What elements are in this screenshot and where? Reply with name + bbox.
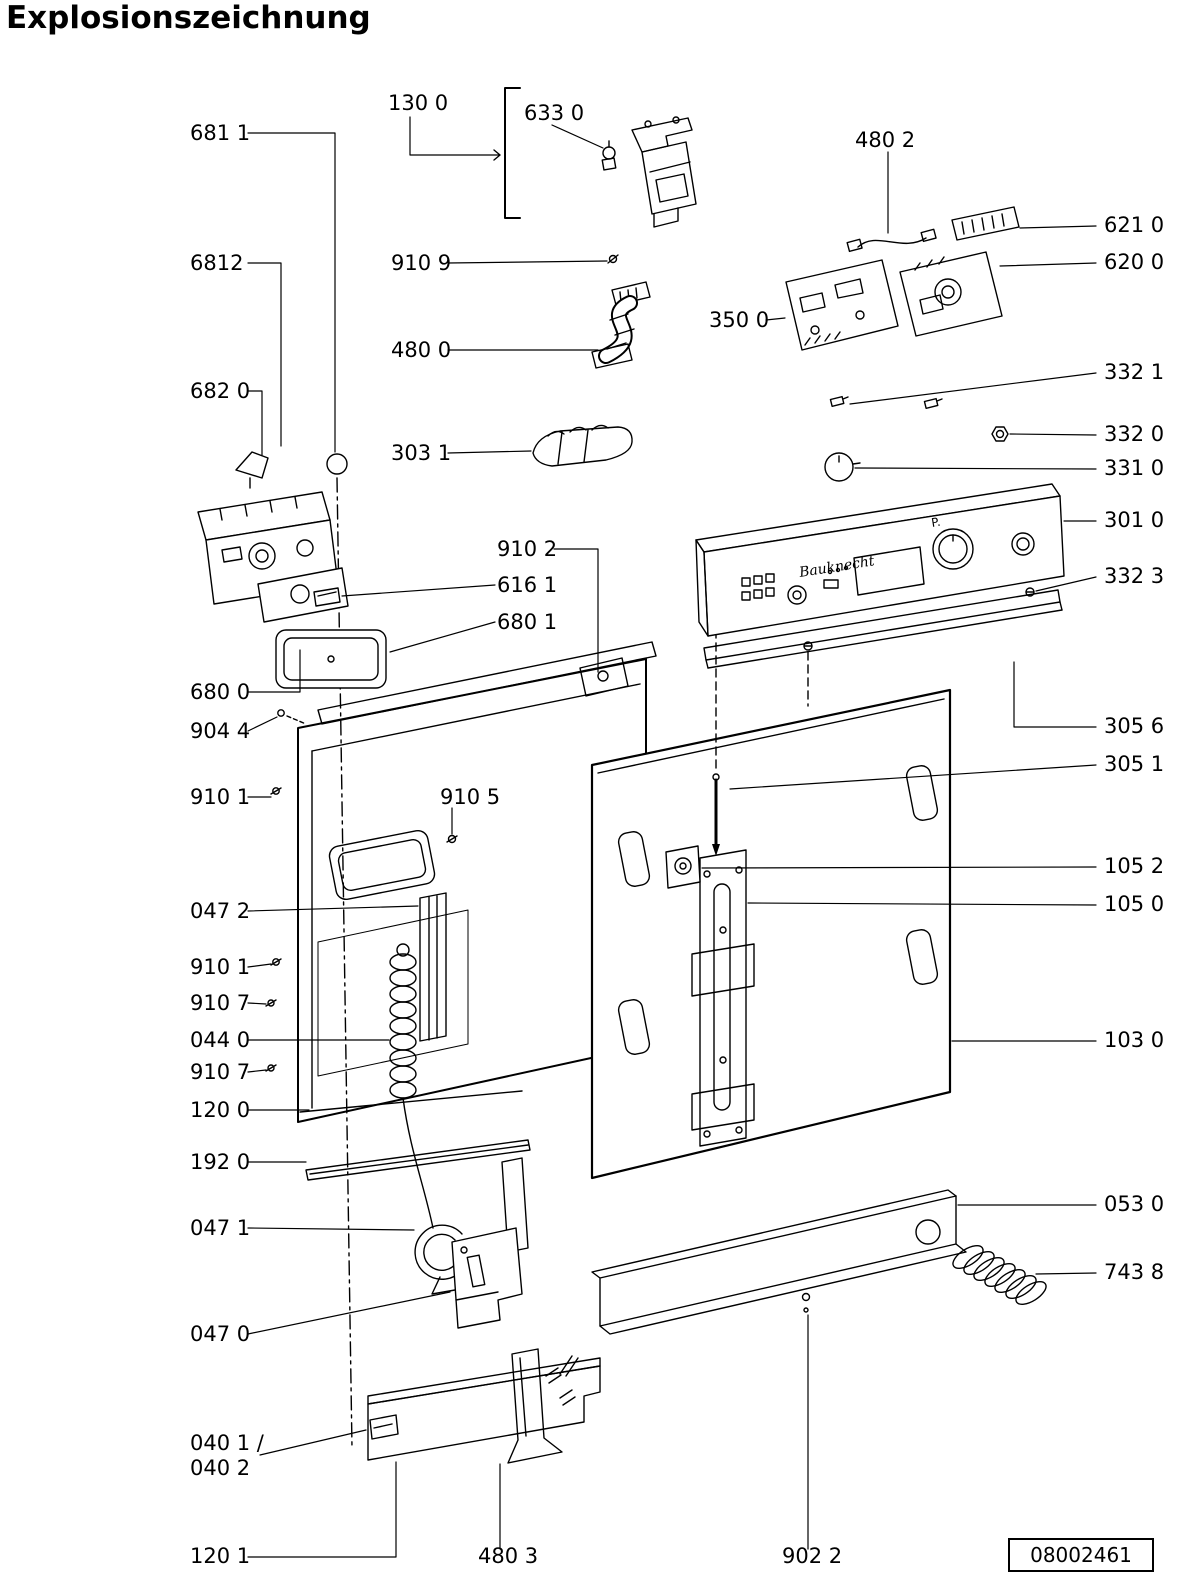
screws-332-1	[829, 395, 943, 410]
part-label-120-0-34: 120 0	[190, 1098, 250, 1122]
part-label-192-0-35: 192 0	[190, 1150, 250, 1174]
program-knob	[932, 528, 974, 570]
part-label-120-1-42: 120 1	[190, 1544, 250, 1568]
pcb-350-0	[785, 259, 899, 351]
part-label-910-7-30: 910 7	[190, 991, 250, 1015]
part-label-910-9-8: 910 9	[391, 251, 451, 275]
doc-number: 08002461	[1030, 1543, 1132, 1567]
part-label-480-0-10: 480 0	[391, 338, 451, 362]
part-label-682-0-2: 682 0	[190, 379, 250, 403]
part-label-681-1-0: 681 1	[190, 121, 250, 145]
trim-strip-305-6	[703, 589, 1063, 669]
panel-p-marking: P.	[930, 515, 941, 530]
part-label-680-0-20: 680 0	[190, 680, 250, 704]
part-label-633-0-4: 633 0	[524, 101, 584, 125]
bottom-bracket-040	[367, 1355, 601, 1461]
part-label-047-2-28: 047 2	[190, 899, 250, 923]
dispenser-gasket-680	[275, 629, 387, 689]
door-lock-group	[493, 87, 697, 264]
cable-480-2	[846, 228, 937, 253]
part-label-904-4-21: 904 4	[190, 719, 250, 743]
screw-910-5	[446, 834, 458, 844]
part-label-620-0-7: 620 0	[1104, 250, 1164, 274]
part-label-305-1-23: 305 1	[1104, 752, 1164, 776]
group-bracket-130-0	[504, 87, 521, 219]
dispenser-assembly	[197, 451, 349, 623]
control-panel-301-0	[695, 483, 1065, 651]
inner-door-panel	[265, 658, 647, 1123]
part-label-047-0-39: 047 0	[190, 1322, 250, 1346]
display-window	[853, 546, 925, 596]
nut-332-0	[991, 426, 1009, 442]
pin-305-1	[712, 773, 720, 856]
knob-331-0	[824, 452, 861, 482]
part-label-332-1-11: 332 1	[1104, 360, 1164, 384]
channel-047-2	[419, 892, 447, 1042]
ribbon-cable-480-0	[591, 281, 651, 369]
terminal-621-0	[951, 206, 1020, 241]
hinge-bracket-047-0	[451, 1157, 529, 1329]
part-label-047-1-36: 047 1	[190, 1216, 250, 1240]
page-title: Explosionszeichnung	[6, 0, 371, 36]
part-label-910-2-16: 910 2	[497, 537, 557, 561]
clip-633-0	[602, 146, 616, 160]
part-label-331-0-14: 331 0	[1104, 456, 1164, 480]
part-label-044-0-31: 044 0	[190, 1028, 250, 1052]
ring-681-1	[326, 453, 348, 475]
part-label-902-2-44: 902 2	[782, 1544, 842, 1568]
handle-303-1	[532, 424, 633, 467]
hinge-lever-047-1	[414, 1224, 465, 1295]
screw-910-9	[608, 254, 618, 264]
screw-902-2	[801, 1292, 811, 1302]
pcb-620-0	[899, 251, 1003, 337]
part-label-301-0-15: 301 0	[1104, 508, 1164, 532]
part-label-332-0-13: 332 0	[1104, 422, 1164, 446]
part-label-910-1-24: 910 1	[190, 785, 250, 809]
part-label-103-0-33: 103 0	[1104, 1028, 1164, 1052]
clip-616-1	[313, 587, 341, 607]
part-label-105-0-27: 105 0	[1104, 892, 1164, 916]
leader-lines	[247, 116, 1097, 1558]
hinge-plate-105-0	[691, 849, 755, 1147]
part-label-053-0-37: 053 0	[1104, 1192, 1164, 1216]
part-label-621-0-6: 621 0	[1104, 213, 1164, 237]
part-label-040-2-41: 040 2	[190, 1456, 250, 1480]
doc-number-box: 08002461	[1008, 1538, 1154, 1572]
outer-door-panel	[590, 688, 952, 1180]
part-label-910-7-32: 910 7	[190, 1060, 250, 1084]
screw-904-4	[277, 709, 285, 717]
part-label-130-0-3: 130 0	[388, 91, 448, 115]
part-label-6812-1: 6812	[190, 251, 243, 275]
bracket-682-0	[235, 451, 269, 479]
part-labels: 681 1 6812 682 0 130 0 633 0 480 2 621 0 620 0 9…	[190, 91, 1164, 1568]
part-label-332-3-19: 332 3	[1104, 564, 1164, 588]
door-spring-044-0	[389, 943, 434, 1229]
part-label-680-1-18: 680 1	[497, 610, 557, 634]
part-label-480-2-5: 480 2	[855, 128, 915, 152]
support-strip-480-3	[507, 1348, 576, 1464]
part-label-743-8-38: 743 8	[1104, 1260, 1164, 1284]
base-strip-053-0	[591, 1189, 967, 1335]
door-top-frame	[317, 641, 657, 725]
part-label-910-1-29: 910 1	[190, 955, 250, 979]
part-label-616-1-17: 616 1	[497, 573, 557, 597]
panel-button	[1011, 532, 1035, 556]
spring-743-8	[952, 1245, 1047, 1305]
latch-105-2	[665, 845, 701, 889]
part-label-350-0-9: 350 0	[709, 308, 769, 332]
part-label-303-1-12: 303 1	[391, 441, 451, 465]
part-label-040-1--40: 040 1 /	[190, 1431, 265, 1455]
part-label-910-5-25: 910 5	[440, 785, 500, 809]
part-label-480-3-43: 480 3	[478, 1544, 538, 1568]
part-label-105-2-26: 105 2	[1104, 854, 1164, 878]
rail-192-0	[305, 1139, 531, 1181]
part-label-305-6-22: 305 6	[1104, 714, 1164, 738]
